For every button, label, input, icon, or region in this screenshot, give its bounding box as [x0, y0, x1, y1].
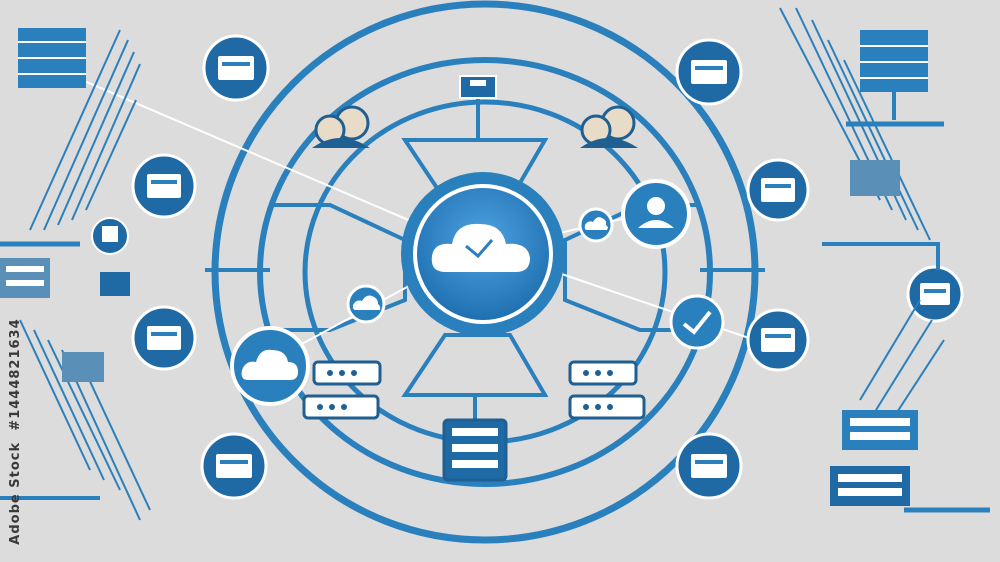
window-nodes [131, 34, 964, 500]
window-node [675, 432, 743, 500]
window-node [131, 153, 197, 219]
frame-bottom [401, 333, 549, 397]
watermark-id: #1444821634 [8, 318, 23, 431]
window-icon [218, 56, 254, 80]
monitor-icon [459, 75, 497, 99]
watermark-brand: Adobe Stock [8, 441, 23, 545]
check-icon [682, 310, 712, 335]
central-cloud-hub [401, 172, 565, 336]
device-icon [0, 258, 50, 298]
frame-left [270, 203, 407, 332]
user-icon [647, 197, 665, 215]
server-stack-icon [846, 30, 944, 127]
window-icon [216, 454, 252, 478]
window-node [131, 305, 197, 371]
server-panel-icon [62, 352, 104, 382]
user-node [346, 284, 386, 324]
cloud-icon [241, 349, 298, 380]
window-node [746, 158, 810, 222]
right-decorations [779, 7, 990, 513]
server-stack-icon [18, 28, 86, 88]
window-node [746, 308, 810, 372]
user-node [230, 326, 310, 406]
people-group-icon [580, 105, 638, 148]
stock-watermark: Adobe Stock #1444821634 [8, 318, 23, 545]
window-icon [920, 283, 950, 305]
window-icon [147, 326, 181, 350]
people-group-icon [312, 105, 370, 148]
window-icon [691, 60, 727, 84]
server-racks [302, 360, 646, 482]
connection-line [67, 73, 421, 226]
window-node [200, 432, 268, 500]
server-panel-icon [850, 160, 900, 196]
window-icon [147, 174, 181, 198]
server-rack-icon [442, 418, 508, 482]
window-icon [691, 454, 727, 478]
people-groups [312, 105, 638, 148]
server-rack-icon [302, 360, 382, 420]
window-icon [761, 328, 795, 352]
cloud-icon [584, 217, 608, 230]
cloud-icon [352, 295, 381, 310]
user-node [578, 207, 614, 243]
server-rack-icon [568, 360, 646, 420]
window-node [202, 34, 270, 102]
cloud-icon [431, 223, 530, 272]
tablet-icon [100, 272, 130, 296]
engineer-icon [91, 217, 129, 255]
user-node [669, 294, 725, 350]
window-node [906, 265, 964, 323]
user-nodes [230, 179, 725, 406]
window-icon [761, 178, 795, 202]
left-decorations [0, 28, 151, 521]
server-rack-icon [830, 410, 918, 506]
user-node [621, 179, 691, 249]
window-node [675, 38, 743, 106]
